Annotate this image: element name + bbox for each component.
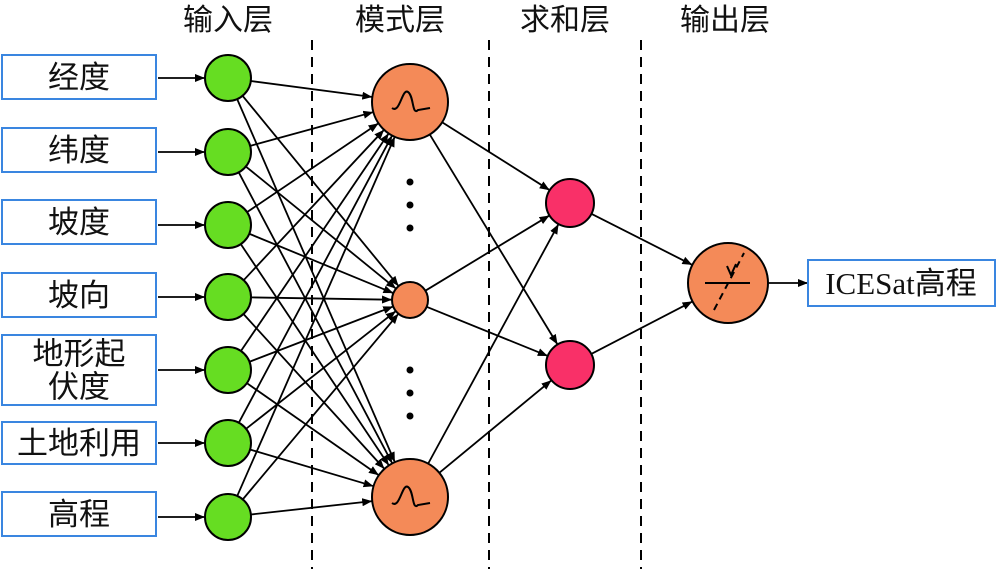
pattern-node <box>371 458 449 536</box>
ellipsis-dot <box>406 389 414 397</box>
summation-layer-title: 求和层 <box>520 4 610 37</box>
input-box <box>1 127 157 173</box>
input-box <box>1 421 157 465</box>
input-pattern-edge <box>249 448 374 488</box>
pattern-summation-edge <box>424 214 550 292</box>
input-label: 高程 <box>48 497 110 532</box>
input-pattern-edge <box>236 136 396 497</box>
input-box <box>1 272 157 318</box>
input-pattern-edge <box>243 129 385 281</box>
summation-node <box>545 178 595 228</box>
output-label: ICESat高程 <box>825 266 977 301</box>
input-pattern-edge <box>242 313 400 500</box>
input-pattern-edge <box>248 232 394 294</box>
input-pattern-edge <box>250 498 373 516</box>
input-label: 坡向 <box>48 278 110 313</box>
input-label: 经度 <box>48 60 110 95</box>
layer-dividers <box>311 40 642 569</box>
division-icon <box>705 252 750 311</box>
input-pattern-edge <box>246 122 380 213</box>
pattern-summation-edge <box>441 121 551 191</box>
input-node <box>204 128 252 176</box>
summation-node <box>545 340 595 390</box>
input-pattern-edge <box>249 305 394 363</box>
pattern-layer-title: 模式层 <box>355 4 445 37</box>
gaussian-wave-icon <box>391 90 431 113</box>
input-node <box>204 201 252 249</box>
ellipsis-dot <box>406 412 414 420</box>
input-box <box>1 334 157 406</box>
summation-output-edge <box>591 213 693 266</box>
input-box <box>1 54 157 100</box>
input-layer-title: 输入层 <box>183 4 273 37</box>
input-pattern-edge <box>240 243 390 466</box>
input-node <box>204 346 252 394</box>
input-pattern-edge <box>241 95 400 287</box>
ellipsis-dot <box>406 366 414 374</box>
input-node <box>204 54 252 102</box>
ellipsis-dot <box>406 224 414 232</box>
output-box: ICESat高程 <box>807 259 996 307</box>
input-pattern-edge <box>245 165 397 290</box>
ellipsis-dot <box>406 178 414 186</box>
input-label: 土地利用 <box>17 426 141 461</box>
input-pattern-edge <box>236 98 396 463</box>
input-label: 纬度 <box>48 133 110 168</box>
input-box <box>1 491 157 537</box>
input-pattern-edge <box>246 382 380 476</box>
input-pattern-edge <box>238 135 393 424</box>
input-label: 伏度 <box>48 370 110 405</box>
input-pattern-edge <box>240 132 390 352</box>
input-pattern-edge <box>249 110 374 147</box>
input-pattern-edge <box>242 313 386 470</box>
connections <box>158 74 808 521</box>
input-pattern-edge <box>245 310 397 430</box>
input-pattern-edge <box>250 80 373 100</box>
input-node <box>204 493 252 541</box>
pattern-node <box>391 281 429 319</box>
nodes <box>204 54 769 541</box>
pattern-node <box>371 63 449 141</box>
pattern-summation-edge <box>438 379 553 474</box>
input-label: 地形起 <box>33 337 126 372</box>
input-node <box>204 419 252 467</box>
summation-output-edge <box>590 300 693 355</box>
pattern-summation-edge <box>426 305 549 357</box>
input-node <box>204 273 252 321</box>
input-label: 坡度 <box>48 205 110 240</box>
input-pattern-edge <box>250 295 393 304</box>
output-layer-title: 输出层 <box>680 4 770 37</box>
gaussian-wave-icon <box>391 485 431 508</box>
pattern-summation-edge <box>428 133 559 345</box>
input-box <box>1 199 157 245</box>
ellipsis-dot <box>406 201 414 209</box>
pattern-summation-edge <box>427 223 560 465</box>
